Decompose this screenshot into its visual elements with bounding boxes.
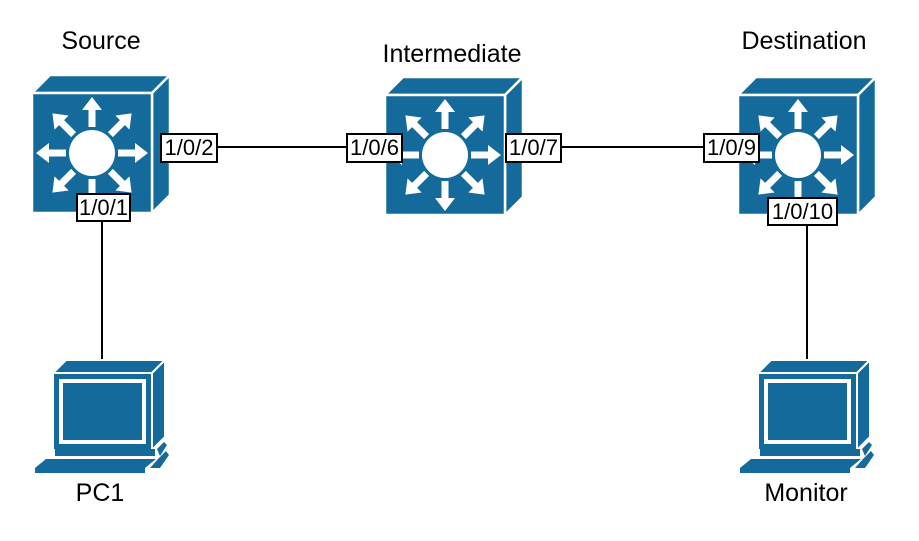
port-label-1-0-6: 1/0/6 [346,133,403,163]
link-source-pc1 [101,210,103,360]
device-label-destination: Destination [741,27,867,55]
port-label-1-0-2: 1/0/2 [160,133,218,163]
device-label-monitor: Monitor [764,479,848,507]
device-label-intermediate: Intermediate [382,40,522,68]
pc-icon [35,358,169,473]
device-label-pc1: PC1 [75,479,125,507]
link-destination-monitor [806,210,808,360]
pc-icon [740,358,874,473]
switch-icon [385,77,523,215]
link-intermediate-destination [512,146,742,148]
port-label-1-0-10: 1/0/10 [767,197,838,226]
port-label-1-0-9: 1/0/9 [703,133,760,163]
port-label-1-0-1: 1/0/1 [76,193,131,222]
device-label-source: Source [61,27,141,55]
port-label-1-0-7: 1/0/7 [505,133,562,163]
link-source-intermediate [162,146,394,148]
